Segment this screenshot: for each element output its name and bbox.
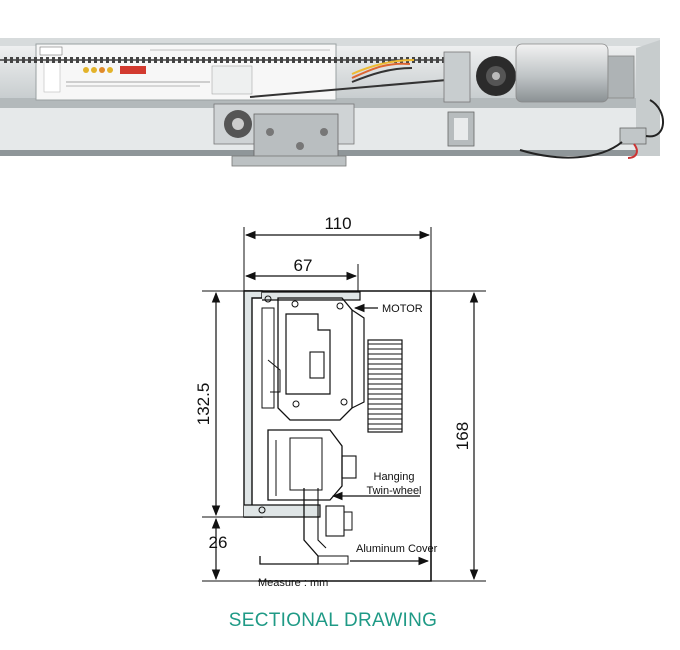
belt-tooth: [28, 57, 31, 63]
measure-note: Measure : mm: [258, 577, 328, 589]
belt-tooth: [244, 57, 247, 63]
belt-tooth: [106, 57, 109, 63]
belt-tooth: [394, 57, 397, 63]
belt-tooth: [76, 57, 79, 63]
belt-tooth: [418, 57, 421, 63]
belt-tooth: [226, 57, 229, 63]
belt-tooth: [328, 57, 331, 63]
belt-tooth: [346, 57, 349, 63]
belt-tooth: [232, 57, 235, 63]
belt-tooth: [430, 57, 433, 63]
dim-profile-height: 132.5: [194, 383, 213, 426]
belt-tooth: [310, 57, 313, 63]
belt-tooth: [370, 57, 373, 63]
belt-tooth: [376, 57, 379, 63]
label-motor: MOTOR: [382, 303, 423, 315]
belt-tooth: [442, 57, 445, 63]
belt-tooth: [142, 57, 145, 63]
belt-tooth: [256, 57, 259, 63]
belt-tooth: [64, 57, 67, 63]
belt-tooth: [88, 57, 91, 63]
dim-partial-width: 67: [294, 256, 313, 275]
dim-total-height: 168: [453, 422, 472, 450]
belt-tooth: [220, 57, 223, 63]
belt-tooth: [112, 57, 115, 63]
belt-tooth: [388, 57, 391, 63]
belt-tooth: [280, 57, 283, 63]
belt-tooth: [52, 57, 55, 63]
belt-tooth: [70, 57, 73, 63]
belt-tooth: [382, 57, 385, 63]
belt-tooth: [124, 57, 127, 63]
label-hanging-line1: Hanging: [374, 471, 415, 483]
belt-tooth: [172, 57, 175, 63]
belt-tooth: [118, 57, 121, 63]
belt-tooth: [274, 57, 277, 63]
section-drawing: [202, 227, 486, 582]
belt-tooth: [16, 57, 19, 63]
belt-tooth: [238, 57, 241, 63]
belt-tooth: [196, 57, 199, 63]
belt-tooth: [100, 57, 103, 63]
label-hanging-line2: Twin-wheel: [366, 485, 421, 497]
belt-tooth: [298, 57, 301, 63]
aluminum-profile: [243, 290, 263, 518]
label-aluminum-cover: Aluminum Cover: [356, 543, 438, 555]
belt-tooth: [94, 57, 97, 63]
belt-tooth: [178, 57, 181, 63]
belt-tooth: [316, 57, 319, 63]
belt-tooth: [58, 57, 61, 63]
belt-tooth: [322, 57, 325, 63]
belt-tooth: [136, 57, 139, 63]
drawing-title: SECTIONAL DRAWING: [229, 610, 438, 631]
belt-tooth: [22, 57, 25, 63]
belt-tooth: [292, 57, 295, 63]
belt-tooth: [286, 57, 289, 63]
belt-tooth: [10, 57, 13, 63]
belt-tooth: [190, 57, 193, 63]
belt-tooth: [304, 57, 307, 63]
dim-total-width: 110: [324, 214, 351, 233]
belt-tooth: [202, 57, 205, 63]
belt-tooth: [154, 57, 157, 63]
belt-tooth: [46, 57, 49, 63]
belt-tooth: [40, 57, 43, 63]
belt-tooth: [4, 57, 7, 63]
belt-tooth: [364, 57, 367, 63]
operator-photo: [0, 38, 664, 167]
belt-tooth: [160, 57, 163, 63]
belt-tooth: [166, 57, 169, 63]
belt-tooth: [262, 57, 265, 63]
belt-tooth: [268, 57, 271, 63]
belt-tooth: [184, 57, 187, 63]
dim-bottom-offset: 26: [209, 533, 228, 552]
twin-wheel: [267, 429, 343, 501]
belt-tooth: [424, 57, 427, 63]
belt-tooth: [250, 57, 253, 63]
belt-tooth: [358, 57, 361, 63]
housing-outline: [244, 290, 432, 582]
belt-tooth: [436, 57, 439, 63]
belt-tooth: [130, 57, 133, 63]
belt-tooth: [148, 57, 151, 63]
belt-tooth: [82, 57, 85, 63]
belt-tooth: [34, 57, 37, 63]
belt-tooth: [340, 57, 343, 63]
belt-tooth: [334, 57, 337, 63]
motor-pulley: [367, 339, 403, 433]
belt-tooth: [214, 57, 217, 63]
belt-tooth: [352, 57, 355, 63]
belt-tooth: [208, 57, 211, 63]
